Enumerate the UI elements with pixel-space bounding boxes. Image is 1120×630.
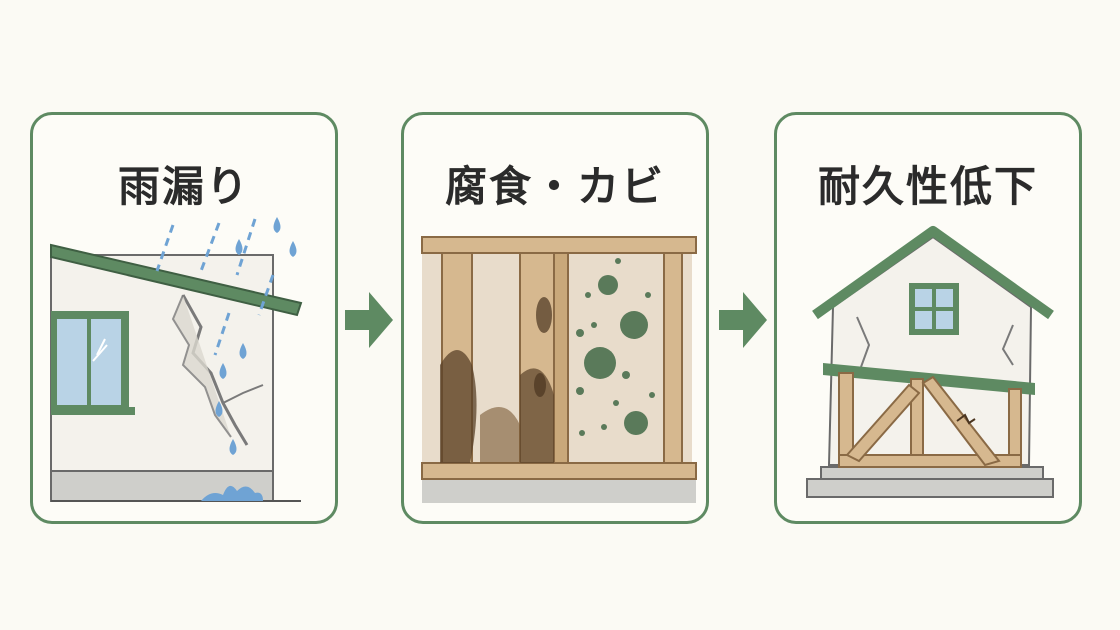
step-title-corrosion-mold: 腐食・カビ <box>444 162 665 211</box>
water-drop <box>215 401 223 417</box>
mold-spot <box>598 275 618 295</box>
arrow-right-icon <box>719 292 767 348</box>
wall-crack <box>856 316 871 368</box>
step-card-rain-leak: 雨漏り <box>30 112 338 524</box>
wall-crack <box>1001 324 1014 366</box>
timber-sill <box>838 454 1022 468</box>
step-title-rain-leak: 雨漏り <box>117 162 250 211</box>
rain-streak <box>257 274 275 316</box>
water-drop <box>219 363 227 379</box>
timber-brace-broken <box>921 375 1001 467</box>
top-plate <box>421 236 697 254</box>
step-title-decreased-durability: 耐久性低下 <box>817 162 1038 211</box>
mold-spot <box>620 311 648 339</box>
arrow-right-icon <box>345 292 393 348</box>
decreased-durability-illustration <box>806 226 1054 498</box>
mold-spot <box>584 347 616 379</box>
step-card-decreased-durability: 耐久性低下 <box>774 112 1082 524</box>
roof <box>50 243 303 317</box>
timber-brace <box>845 383 921 463</box>
stud <box>553 252 569 464</box>
water-drop <box>229 439 237 455</box>
window-pane-right <box>91 319 121 405</box>
rain-streak <box>235 218 257 276</box>
window-glint <box>96 338 106 356</box>
foundation <box>820 466 1044 480</box>
rain-leak-illustration <box>50 217 303 502</box>
water-drop <box>273 217 281 233</box>
brace-fracture <box>956 413 976 425</box>
water-drop <box>289 241 297 257</box>
wall-crack <box>181 294 249 446</box>
foundation-base <box>806 478 1054 498</box>
rain-streak <box>199 222 221 272</box>
rain-streak <box>213 312 231 356</box>
bottom-plate <box>421 462 697 480</box>
floor <box>422 477 696 503</box>
window-pane-left <box>57 319 87 405</box>
rot-stain <box>480 407 520 463</box>
window-sill <box>51 407 135 415</box>
rot-stain <box>536 297 552 333</box>
stud <box>663 252 683 464</box>
roof <box>812 226 1054 320</box>
mold-spot <box>624 411 648 435</box>
house-body <box>827 235 1033 466</box>
corrosion-mold-illustration <box>421 236 697 503</box>
rot-stain <box>440 350 477 463</box>
water-drop <box>235 239 243 255</box>
water-drop <box>239 343 247 359</box>
water-puddle <box>201 485 263 501</box>
mold-spots <box>576 258 655 436</box>
step-card-corrosion-mold: 腐食・カビ <box>401 112 709 524</box>
rot-stain <box>520 368 554 463</box>
